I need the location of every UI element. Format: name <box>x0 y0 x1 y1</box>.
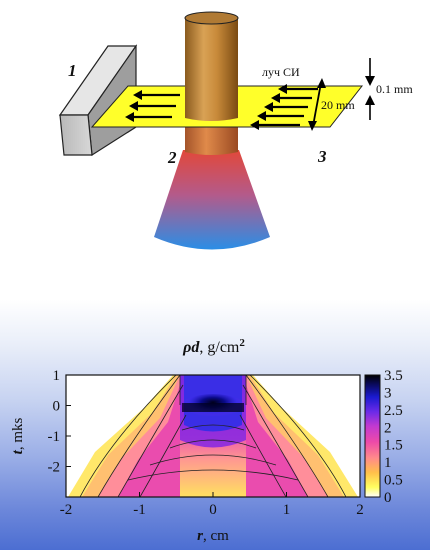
jet-cone <box>154 150 270 250</box>
x-axis-label: r, cm <box>197 528 229 544</box>
x-tick-label: -1 <box>133 502 146 518</box>
y-tick-label: -1 <box>48 429 61 445</box>
label-3: 3 <box>317 147 327 166</box>
width-label: 20 mm <box>321 98 355 112</box>
thickness-label: 0.1 mm <box>376 82 413 96</box>
x-tick-label: 1 <box>283 502 291 518</box>
y-tick-label: 1 <box>53 368 61 384</box>
label-2: 2 <box>167 148 177 167</box>
label-1: 1 <box>68 61 77 80</box>
plot-title: ρd, g/cm2 <box>182 337 245 356</box>
thickness-marker <box>365 58 375 120</box>
y-tick-label: -2 <box>48 460 61 476</box>
y-ticks: 1 0 -1 -2 <box>48 368 71 476</box>
colorbar-tick-label: 0 <box>384 490 392 506</box>
colorbar-tick-label: 3.5 <box>384 368 403 384</box>
width-arrow <box>308 78 326 131</box>
colorbar-tick-label: 1 <box>384 455 392 471</box>
x-tick-label: 2 <box>356 502 364 518</box>
y-tick-label: 0 <box>53 399 61 415</box>
heatmap <box>68 375 358 497</box>
beam-arrows-left <box>125 90 180 122</box>
colorbar-tick-label: 1.5 <box>384 438 403 454</box>
colorbar <box>364 374 381 498</box>
colorbar-tick-label: 2.5 <box>384 403 403 419</box>
colorbar-tick-label: 2 <box>384 420 392 436</box>
colorbar-tick-label: 3 <box>384 385 392 401</box>
rod-top <box>184 11 239 121</box>
x-tick-label: 0 <box>209 502 217 518</box>
beam-label: луч СИ <box>262 65 300 79</box>
colorbar-ticks: 3.53 2.52 1.51 0.50 <box>384 368 403 506</box>
colorbar-tick-label: 0.5 <box>384 473 403 489</box>
beam-arrows-right <box>250 84 318 130</box>
detector-block <box>58 44 138 157</box>
x-ticks: -2 -1 0 1 2 <box>60 492 364 518</box>
y-axis-label: t, mks <box>10 418 26 455</box>
x-tick-label: -2 <box>60 502 73 518</box>
